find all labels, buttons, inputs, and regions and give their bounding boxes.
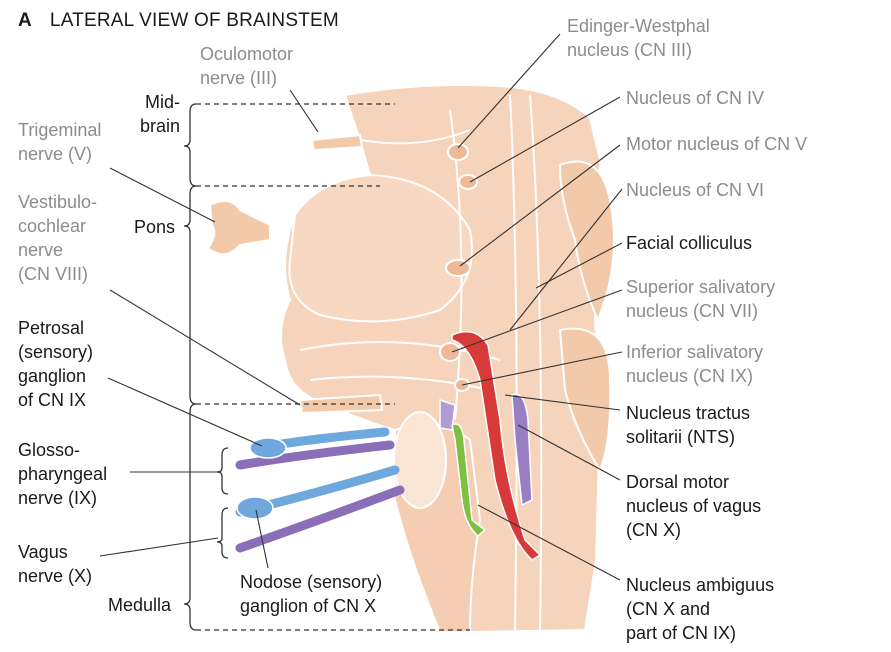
nucleus-ambiguus-label: Nucleus ambiguus (CN X and part of CN IX… — [626, 575, 775, 643]
trigeminal-label: Trigeminal nerve (V) — [18, 120, 102, 164]
nucleus-tractus-solitarii — [451, 330, 542, 561]
petrosal-ganglion — [249, 437, 287, 459]
leader-lines-left — [99, 89, 319, 569]
region-boundaries — [196, 103, 470, 631]
facial-colliculus-label: Facial colliculus — [626, 233, 753, 253]
figure-title: A LATERAL VIEW OF BRAINSTEM — [18, 10, 339, 32]
oculomotor-label: Oculomotor nerve (III) — [200, 44, 294, 88]
petrosal-ganglion-label: Petrosal (sensory) ganglion of CN IX — [18, 318, 94, 410]
superior-salivatory-label: Superior salivatory nucleus (CN VII) — [626, 277, 776, 321]
vestibulocochlear-label: Vestibulo- cochlear nerve (CN VIII) — [18, 192, 98, 284]
pons-label: Pons — [134, 217, 176, 237]
cn6-nucleus-label: Nucleus of CN VI — [626, 180, 765, 200]
motor-nucleus-cn5-label: Motor nucleus of CN V — [626, 134, 808, 154]
medulla-label: Medulla — [108, 595, 172, 615]
cn4-nucleus-label: Nucleus of CN IV — [626, 88, 765, 108]
inferior-salivatory-nucleus — [439, 398, 456, 431]
trigeminal-nerve-stump — [206, 200, 271, 256]
edinger-westphal-label: Edinger-Westphal nucleus (CN III) — [567, 16, 710, 60]
nodose-ganglion — [236, 496, 274, 520]
region-braces — [183, 103, 229, 631]
midbrain-label: Mid- brain — [139, 92, 180, 136]
vagus-label: Vagus nerve (X) — [18, 542, 93, 586]
nodose-ganglion-label: Nodose (sensory) ganglion of CN X — [240, 572, 383, 616]
leader-lines-right — [451, 33, 623, 581]
panel-letter: A — [18, 10, 32, 31]
nucleus-ambiguus — [451, 423, 487, 537]
nts-label: Nucleus tractus solitarii (NTS) — [626, 403, 751, 447]
inferior-salivatory-label: Inferior salivatory nucleus (CN IX) — [626, 342, 764, 386]
dorsal-motor-nucleus-vagus — [511, 393, 533, 507]
oculomotor-nerve-stump — [310, 133, 364, 152]
vagus-nerve — [235, 465, 405, 553]
dorsal-motor-vagus-label: Dorsal motor nucleus of vagus (CN X) — [626, 472, 762, 540]
glossopharyngeal-label: Glosso- pharyngeal nerve (IX) — [18, 440, 108, 508]
title-text: LATERAL VIEW OF BRAINSTEM — [49, 10, 339, 31]
glossopharyngeal-nerve — [235, 427, 395, 470]
